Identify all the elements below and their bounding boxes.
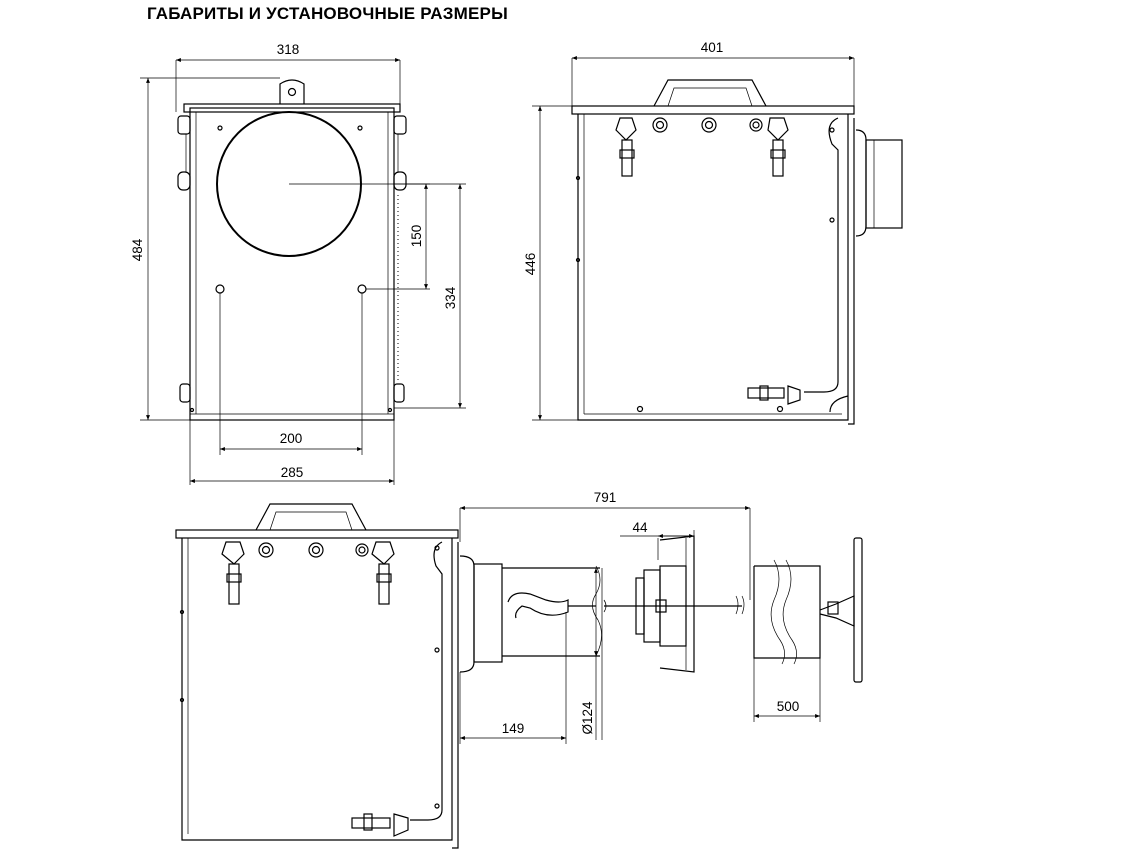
- dim-flange-width: 44: [632, 520, 648, 535]
- side-view: [571, 79, 903, 425]
- side-handle: [653, 79, 767, 107]
- dim-side-width: 401: [701, 40, 724, 55]
- dim-sleeve-length: 500: [777, 699, 800, 714]
- assembly-sleeve: [753, 565, 821, 659]
- dim-mount-width: 200: [280, 431, 303, 446]
- side-dimensions: 401 446: [523, 40, 855, 421]
- front-housing: [189, 107, 395, 421]
- dim-side-height: 446: [523, 253, 538, 276]
- front-hanger-tab: [279, 79, 305, 104]
- mount-hole-left: [215, 284, 225, 294]
- front-dimensions: 318 484 150 334 200 285: [130, 42, 466, 485]
- dim-front-width: 318: [277, 42, 300, 57]
- mount-hole-right: [357, 284, 367, 294]
- assembly-flange: [659, 535, 695, 673]
- side-outlet-spigot: [865, 139, 903, 229]
- dim-mount-height: 334: [443, 286, 458, 309]
- dim-front-height: 484: [130, 238, 145, 261]
- assembly-view: [175, 503, 863, 849]
- dim-assembly-length: 791: [594, 490, 617, 505]
- page-title: ГАБАРИТЫ И УСТАНОВОЧНЫЕ РАЗМЕРЫ: [147, 4, 508, 23]
- front-view: [177, 79, 430, 455]
- side-lid: [571, 105, 855, 115]
- dim-duct-diameter: Ø124: [580, 701, 595, 735]
- assembly-housing: [181, 538, 453, 841]
- assembly-dimensions: 791 44 Ø124 149 500: [459, 490, 821, 744]
- assembly-handle: [255, 503, 367, 531]
- dim-base-width: 285: [281, 465, 304, 480]
- side-housing: [577, 114, 849, 421]
- assembly-end-plate: [853, 537, 863, 683]
- dim-duct-length: 149: [502, 721, 525, 736]
- dim-hole-offset: 150: [409, 225, 424, 248]
